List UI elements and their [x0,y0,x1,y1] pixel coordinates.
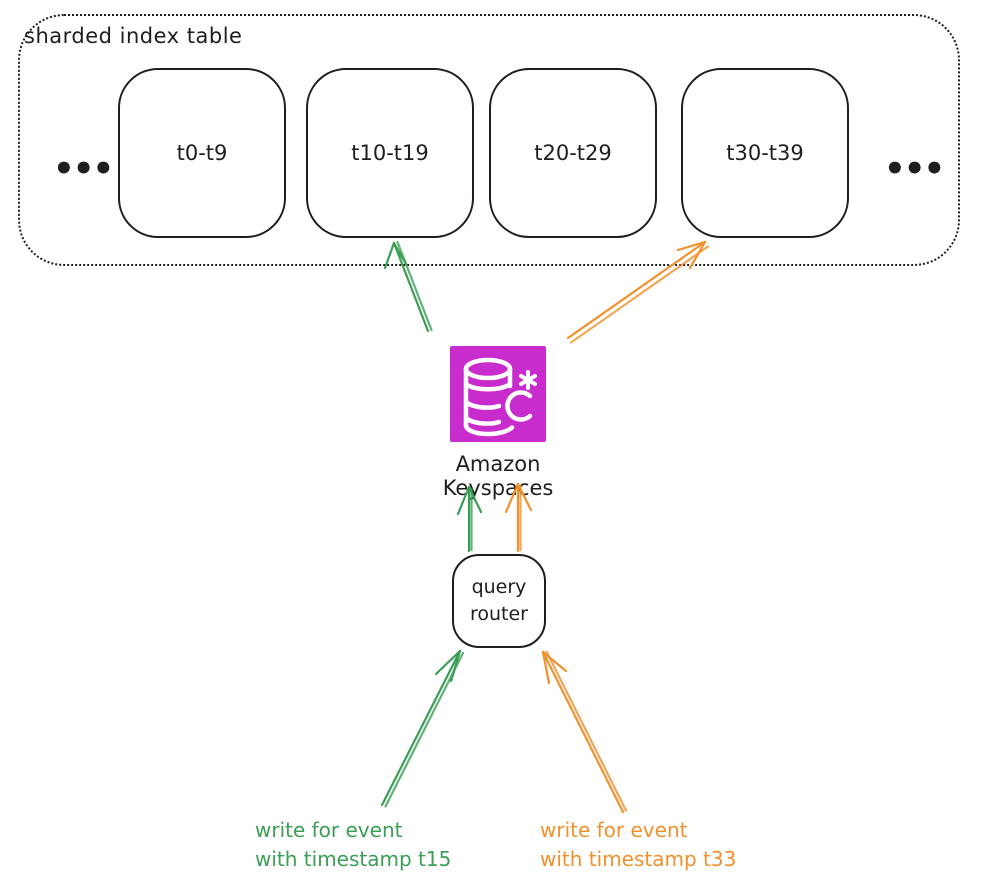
ellipsis-right: ••• [884,149,945,189]
ellipsis-left: ••• [53,149,114,189]
arrow-write-t33-to-router [541,650,628,814]
query-router-box: query router [452,554,546,648]
shard-label: t0-t9 [176,141,228,165]
shard-label: t10-t19 [351,141,429,165]
arrow-write-t15-to-router [380,649,465,808]
database-cassandra-icon [463,357,537,437]
shard-box-t10-t19: t10-t19 [306,68,474,238]
shard-label: t20-t29 [534,141,612,165]
shard-box-t0-t9: t0-t9 [118,68,286,238]
write-event-t15-label: write for event with timestamp t15 [255,818,452,871]
shard-label: t30-t39 [726,141,804,165]
query-router-label: query router [469,576,528,625]
sharded-index-table-container [18,14,960,266]
write-event-t33-label: write for event with timestamp t33 [540,818,737,871]
shard-box-t20-t29: t20-t29 [489,68,657,238]
shard-box-t30-t39: t30-t39 [681,68,849,238]
amazon-keyspaces-icon [450,346,546,442]
sharded-index-table-label: sharded index table [24,24,243,48]
amazon-keyspaces-label: Amazon Keyspaces [442,452,554,500]
